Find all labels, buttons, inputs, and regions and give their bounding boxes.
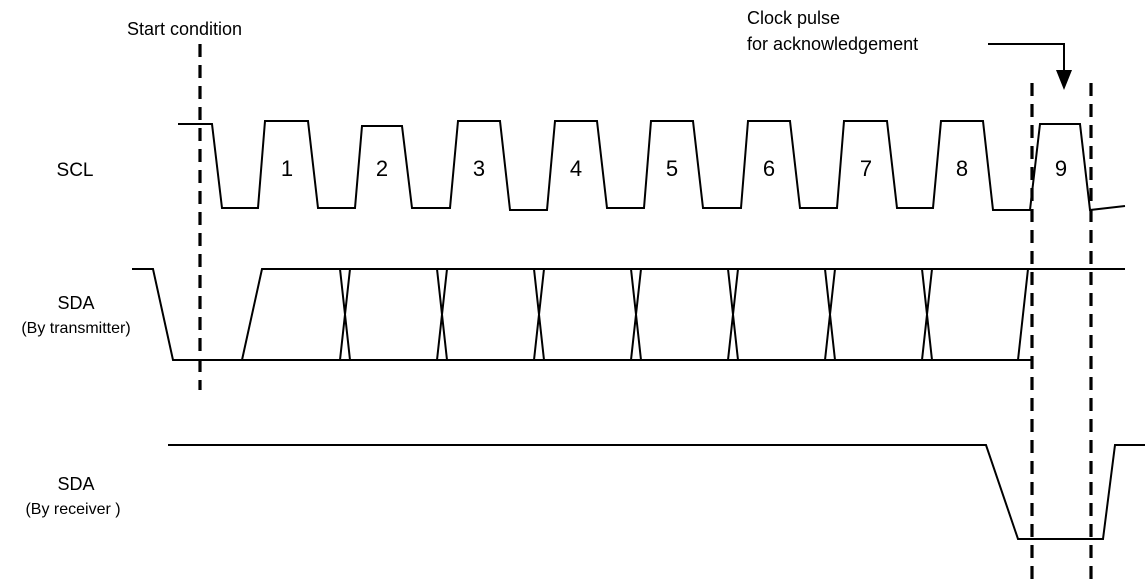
- sda-receiver-label: SDA: [57, 474, 94, 494]
- clock-pulse-number: 3: [473, 156, 485, 181]
- sda-transmitter-sublabel: (By transmitter): [21, 320, 130, 337]
- ack-pulse-leader-line: [988, 43, 1065, 72]
- start-condition-label: Start condition: [127, 19, 242, 39]
- clock-pulse-number: 1: [281, 156, 293, 181]
- clock-pulse-numbers: 1 2 3 4 5 6 7 8 9: [281, 156, 1067, 181]
- clock-pulse-number: 4: [570, 156, 582, 181]
- clock-pulse-number: 8: [956, 156, 968, 181]
- clock-pulse-number: 2: [376, 156, 388, 181]
- ack-pulse-label-line1: Clock pulse: [747, 8, 840, 28]
- clock-pulse-number: 5: [666, 156, 678, 181]
- sda-receiver-waveform: [168, 444, 1145, 540]
- sda-receiver-sublabel: (By receiver ): [25, 501, 120, 518]
- clock-pulse-number: 7: [860, 156, 872, 181]
- ack-pulse-label-line2: for acknowledgement: [747, 34, 918, 54]
- ack-pulse-arrow-head: [1056, 70, 1072, 90]
- sda-transmitter-waveform: [132, 268, 1125, 361]
- sda-transmitter-label: SDA: [57, 293, 94, 313]
- clock-pulse-number: 6: [763, 156, 775, 181]
- scl-waveform: [178, 120, 1126, 212]
- scl-label: SCL: [57, 160, 94, 181]
- clock-pulse-number: 9: [1055, 156, 1067, 181]
